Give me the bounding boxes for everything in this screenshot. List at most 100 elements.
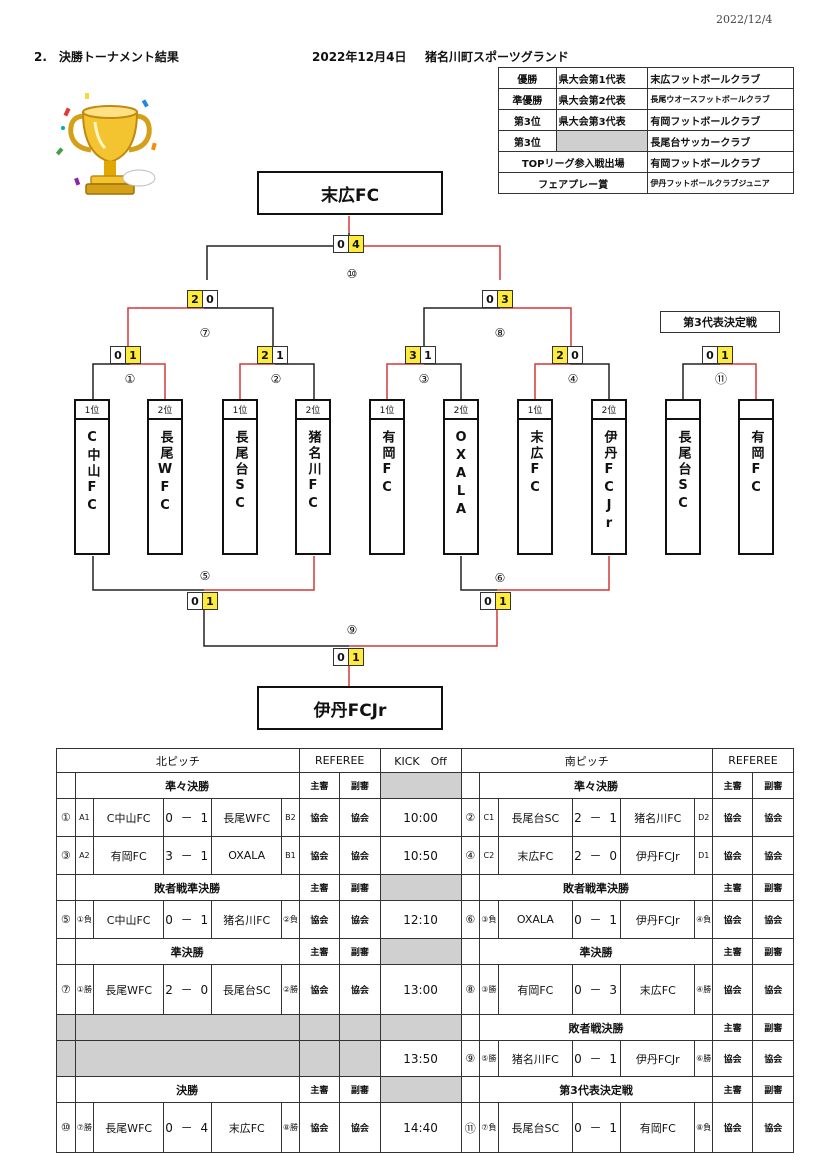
score: 2 － 0	[163, 964, 213, 1015]
slot-a: ③勝	[479, 964, 499, 1015]
main-ref: 協会	[711, 798, 754, 837]
slot-b: ④勝	[694, 964, 713, 1015]
score: 0 － 3	[572, 964, 622, 1015]
team-1: 長尾WFC	[93, 964, 165, 1015]
score-right: 4	[348, 235, 364, 253]
main-ref-label: 主審	[298, 938, 341, 965]
score: 0 － 4	[163, 1102, 213, 1153]
score-left: 3	[405, 346, 421, 364]
team-2: 有岡FC	[620, 1102, 696, 1153]
main-ref-label: 主審	[711, 938, 754, 965]
score: 0 － 1	[163, 798, 213, 837]
table-row: ⑤ ①負 C中山FC 0 － 1 猪名川FC ②負 協会 協会 12:10 ⑥ …	[56, 900, 794, 939]
slot-b: ⑧負	[694, 1102, 713, 1153]
team-1: 有岡FC	[93, 836, 165, 875]
section-title: 第3代表決定戦	[479, 1076, 713, 1103]
sub-ref-label: 副審	[752, 874, 794, 901]
slot-b: ②負	[281, 900, 300, 939]
score: 0 － 1	[163, 900, 213, 939]
table-row: ⑦ ①勝 長尾WFC 2 － 0 長尾台SC ②勝 協会 協会 13:00 ⑧ …	[56, 964, 794, 1015]
kickoff-time: 13:00	[379, 964, 462, 1015]
score: 0 － 1	[572, 1040, 622, 1077]
team-box: 2位猪名川FC	[295, 399, 331, 555]
section-header: 準決勝 主審 副審 準決勝 主審 副審	[56, 938, 794, 965]
team-name: 末広FC	[527, 430, 543, 498]
sub-ref-label: 副審	[752, 1014, 794, 1041]
team-1: C中山FC	[93, 798, 165, 837]
slot-a: ⑦勝	[74, 1102, 95, 1153]
slot-a: A2	[74, 836, 95, 875]
team-1: C中山FC	[93, 900, 165, 939]
team-name: 長尾台SC	[232, 430, 248, 514]
bracket-lines	[92, 216, 757, 686]
sub-ref: 協会	[339, 1102, 381, 1153]
score-right: 1	[348, 648, 364, 666]
kickoff-time: 10:00	[379, 798, 462, 837]
team-name: 長尾WFC	[157, 430, 173, 516]
team-box: 2位長尾WFC	[147, 399, 183, 555]
section-title	[74, 1014, 300, 1041]
team-2: 伊丹FCJr	[620, 900, 696, 939]
sub-ref: 協会	[339, 964, 381, 1015]
match-no: ⑤	[56, 900, 76, 939]
slot-a: C2	[479, 836, 499, 875]
score-right: 1	[420, 346, 436, 364]
main-ref: 協会	[298, 836, 341, 875]
section-title: 決勝	[74, 1076, 300, 1103]
section-title: 敗者戦準決勝	[479, 874, 713, 901]
score-left: 2	[187, 290, 203, 308]
event-date: 2022年12月4日	[312, 50, 407, 64]
main-ref: 協会	[298, 964, 341, 1015]
team-1: 長尾台SC	[497, 798, 574, 837]
score-left: 2	[552, 346, 568, 364]
main-ref-label: 主審	[298, 874, 341, 901]
score-right: 1	[717, 346, 733, 364]
team-name: 猪名川FC	[305, 430, 321, 514]
match-no: ⑪	[460, 1102, 481, 1153]
schedule-header: 北ピッチ REFEREE KICK Off 南ピッチ REFEREE	[56, 748, 795, 773]
team-box: 1位末広FC	[517, 399, 553, 555]
match-number: ⑨	[346, 623, 358, 637]
north-pitch-label: 北ピッチ	[56, 748, 300, 773]
section-title: 敗者戦決勝	[479, 1014, 713, 1041]
main-ref-label: 主審	[711, 1014, 754, 1041]
kickoff-time: 14:40	[379, 1102, 462, 1153]
slot-a: A1	[74, 798, 95, 837]
team-2: 伊丹FCJr	[620, 1040, 696, 1077]
main-ref: 協会	[298, 900, 341, 939]
section-title: 準々決勝	[479, 772, 713, 799]
score-left: 0	[187, 592, 203, 610]
section-title: 準決勝	[479, 938, 713, 965]
team-box: 長尾台SC	[665, 399, 701, 555]
score-right: 1	[202, 592, 218, 610]
sub-ref: 協会	[752, 1102, 794, 1153]
team-1: 有岡FC	[497, 964, 574, 1015]
slot-b: ⑧勝	[281, 1102, 300, 1153]
match-no: ⑨	[460, 1040, 481, 1077]
score: 2 － 0	[572, 836, 622, 875]
section-header: 決勝 主審 副審 第3代表決定戦 主審 副審	[56, 1076, 794, 1103]
slot-a: ①勝	[74, 964, 95, 1015]
kickoff-time: 13:50	[379, 1040, 462, 1077]
kickoff-time: 12:10	[379, 900, 462, 939]
match-no: ④	[460, 836, 481, 875]
slot-b: B1	[281, 836, 300, 875]
sub-ref: 協会	[752, 900, 794, 939]
team-box: 有岡FC	[738, 399, 774, 555]
score: 3 － 1	[163, 836, 213, 875]
score-right: 3	[497, 290, 513, 308]
award-label: フェアプレー賞	[497, 172, 649, 194]
team-rank: 2位	[445, 401, 477, 420]
score-left: 0	[702, 346, 718, 364]
match-no: ⑥	[460, 900, 481, 939]
score-right: 1	[272, 346, 288, 364]
team-box: 1位長尾台SC	[222, 399, 258, 555]
team-name: OXALA	[453, 430, 469, 520]
venue: 猪名川町スポーツグランド	[425, 50, 569, 64]
south-pitch-label: 南ピッチ	[460, 748, 713, 773]
